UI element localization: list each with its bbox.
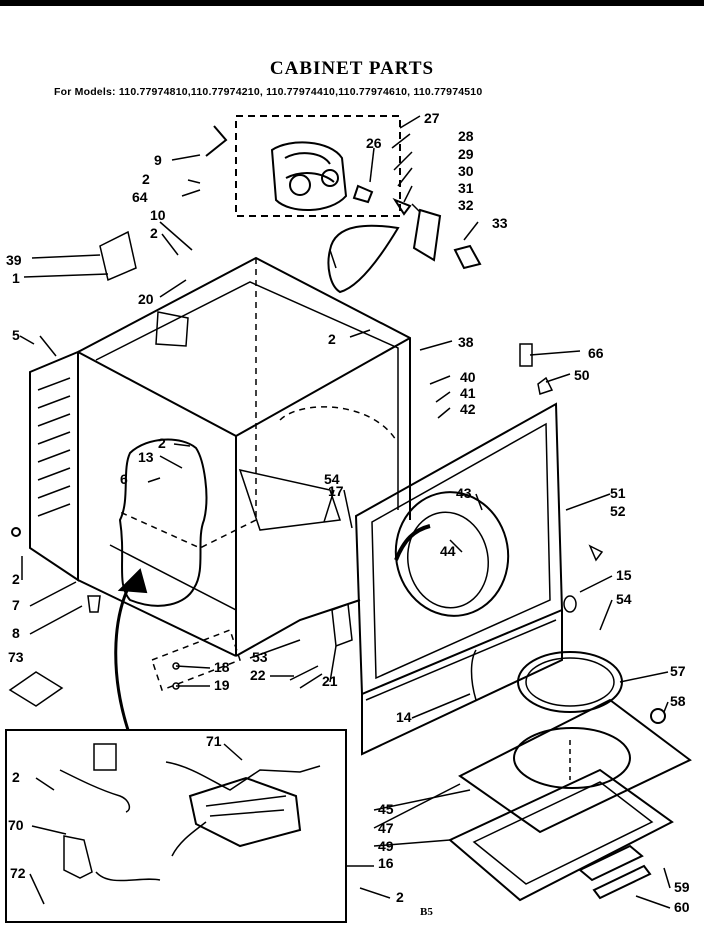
part-label-29: 29	[458, 146, 474, 162]
part-label-9: 9	[154, 152, 162, 168]
part-label-6: 6	[120, 471, 128, 487]
part-label-41: 41	[460, 385, 476, 401]
part-label-51: 51	[610, 485, 626, 501]
label-leaders	[21, 335, 671, 909]
part-label-71: 71	[206, 733, 222, 749]
page-title: CABINET PARTS	[269, 58, 435, 79]
part-label-58: 58	[670, 693, 686, 709]
part-label-38: 38	[458, 334, 474, 350]
part-label-50: 50	[574, 367, 590, 383]
part-number-labels: 27 28 29 30 31 32 33 26 9 2 64 10 2 39 1…	[6, 110, 690, 915]
part-label-18: 18	[214, 659, 230, 675]
part-label-33: 33	[492, 215, 508, 231]
door-assembly	[448, 651, 692, 902]
part-label-44: 44	[440, 543, 456, 559]
top-border	[0, 0, 704, 6]
part-label-28: 28	[458, 128, 474, 144]
part-label-19: 19	[214, 677, 230, 693]
part-label-8: 8	[12, 625, 20, 641]
part-label-31: 31	[458, 180, 474, 196]
models-line: For Models: 110.77974810,110.77974210, 1…	[54, 86, 483, 98]
part-label-73: 73	[8, 649, 24, 665]
part-label-17-b: 17	[328, 483, 344, 499]
part-label-39: 39	[6, 252, 22, 268]
part-label-2-g: 2	[396, 889, 404, 905]
part-label-14: 14	[396, 709, 412, 725]
part-label-66: 66	[588, 345, 604, 361]
part-label-2-c: 2	[328, 331, 336, 347]
part-label-7: 7	[12, 597, 20, 613]
left-side-panel	[11, 335, 79, 582]
part-label-2-d: 2	[158, 435, 166, 451]
part-label-54-b: 54	[616, 591, 632, 607]
inset-arrow	[114, 568, 148, 731]
part-label-45: 45	[378, 801, 394, 817]
footer-code: B5	[420, 906, 433, 918]
wiring-inset	[5, 729, 347, 923]
part-label-59: 59	[674, 879, 690, 895]
part-label-43: 43	[456, 485, 472, 501]
motor-assembly	[205, 115, 482, 294]
part-label-72: 72	[10, 865, 26, 881]
small-parts	[8, 249, 604, 707]
part-label-2-e: 2	[12, 571, 20, 587]
part-label-10: 10	[150, 207, 166, 223]
leader-lines	[23, 115, 581, 419]
part-label-15: 15	[616, 567, 632, 583]
part-label-5: 5	[12, 327, 20, 343]
part-label-40: 40	[460, 369, 476, 385]
part-label-22: 22	[250, 667, 266, 683]
part-label-2-a: 2	[142, 171, 150, 187]
part-label-57: 57	[670, 663, 686, 679]
front-panel	[354, 402, 564, 756]
part-label-16: 16	[378, 855, 394, 871]
part-label-30: 30	[458, 163, 474, 179]
part-label-20: 20	[138, 291, 154, 307]
part-label-70: 70	[8, 817, 24, 833]
part-label-27: 27	[424, 110, 440, 126]
part-label-2-f: 2	[12, 769, 20, 785]
cabinet-box	[77, 230, 411, 657]
part-label-13: 13	[138, 449, 154, 465]
part-label-42: 42	[460, 401, 476, 417]
part-label-1: 1	[12, 270, 20, 286]
part-label-32: 32	[458, 197, 474, 213]
part-label-60: 60	[674, 899, 690, 915]
part-label-26: 26	[366, 135, 382, 151]
part-label-49: 49	[378, 838, 394, 854]
part-label-52: 52	[610, 503, 626, 519]
part-label-2-b: 2	[150, 225, 158, 241]
part-label-64: 64	[132, 189, 148, 205]
part-label-54-a: 54	[324, 471, 340, 487]
